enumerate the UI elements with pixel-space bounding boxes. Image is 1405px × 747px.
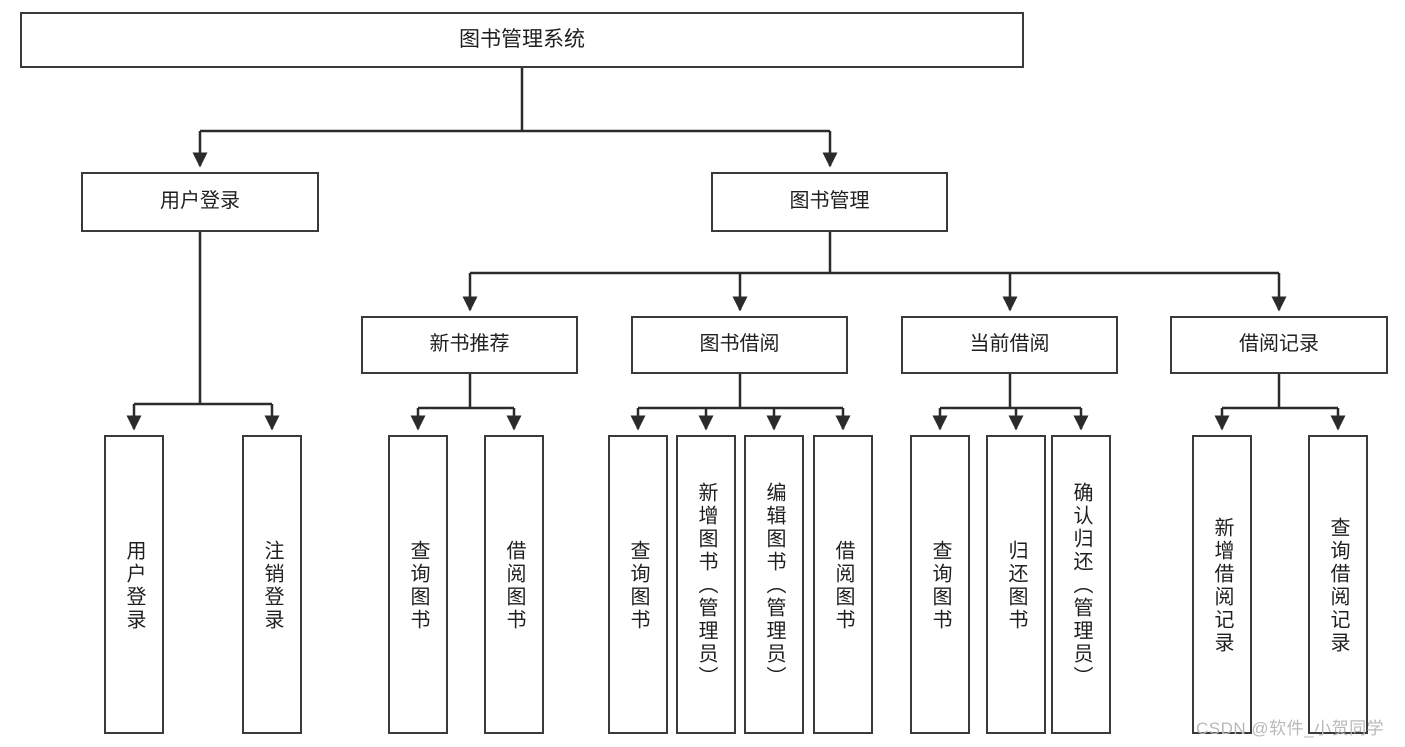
leaf-label: 查询图书 [627, 539, 649, 632]
leaf-node-query-book-2[interactable]: 查询图书 [608, 435, 668, 734]
leaf-node-query-book-3[interactable]: 查询图书 [910, 435, 970, 734]
leaf-label: 查询图书 [929, 539, 951, 632]
node-book-borrow-label: 图书借阅 [699, 333, 780, 356]
node-book-manage[interactable]: 图书管理 [711, 172, 948, 232]
leaf-node-borrow-book-2[interactable]: 借阅图书 [813, 435, 873, 734]
node-current-borrow[interactable]: 当前借阅 [901, 316, 1118, 374]
leaf-node-return-book[interactable]: 归还图书 [986, 435, 1046, 734]
leaf-label: 注销登录 [261, 539, 283, 632]
leaf-label: 查询图书 [407, 539, 429, 632]
csdn-watermark: CSDN @软件_小贺同学 [1196, 719, 1385, 738]
node-user-login-label: 用户登录 [160, 190, 240, 213]
leaf-label: 确认归还（管理员） [1070, 482, 1092, 689]
leaf-label: 新增图书（管理员） [695, 482, 717, 689]
node-root[interactable]: 图书管理系统 [20, 12, 1024, 68]
leaf-label: 用户登录 [123, 539, 145, 632]
leaf-node-query-record[interactable]: 查询借阅记录 [1308, 435, 1368, 734]
node-borrow-record-label: 借阅记录 [1239, 333, 1319, 356]
leaf-node-add-book[interactable]: 新增图书（管理员） [676, 435, 736, 734]
leaf-label: 编辑图书（管理员） [763, 482, 785, 689]
node-root-label: 图书管理系统 [459, 27, 585, 51]
node-new-book-recommend-label: 新书推荐 [429, 333, 510, 356]
leaf-node-user-login[interactable]: 用户登录 [104, 435, 164, 734]
node-user-login[interactable]: 用户登录 [81, 172, 319, 232]
leaf-node-borrow-book-1[interactable]: 借阅图书 [484, 435, 544, 734]
node-current-borrow-label: 当前借阅 [969, 333, 1050, 356]
node-book-borrow[interactable]: 图书借阅 [631, 316, 848, 374]
leaf-node-user-logout[interactable]: 注销登录 [242, 435, 302, 734]
leaf-node-confirm-return[interactable]: 确认归还（管理员） [1051, 435, 1111, 734]
node-new-book-recommend[interactable]: 新书推荐 [361, 316, 578, 374]
leaf-label: 新增借阅记录 [1211, 516, 1233, 655]
leaf-label: 借阅图书 [503, 539, 525, 632]
leaf-label: 借阅图书 [832, 539, 854, 632]
leaf-node-edit-book[interactable]: 编辑图书（管理员） [744, 435, 804, 734]
leaf-label: 查询借阅记录 [1327, 516, 1349, 655]
node-borrow-record[interactable]: 借阅记录 [1170, 316, 1388, 374]
leaf-label: 归还图书 [1005, 539, 1027, 632]
leaf-node-add-record[interactable]: 新增借阅记录 [1192, 435, 1252, 734]
leaf-node-query-book-1[interactable]: 查询图书 [388, 435, 448, 734]
node-book-manage-label: 图书管理 [789, 190, 870, 213]
